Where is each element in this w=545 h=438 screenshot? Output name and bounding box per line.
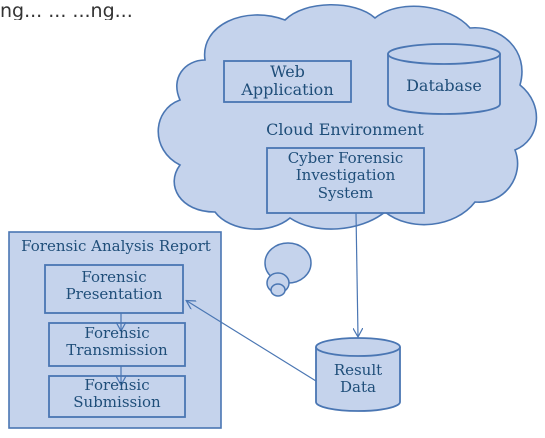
database-cylinder xyxy=(387,43,501,115)
cfis-label: Cyber Forensic Investigation System xyxy=(287,149,404,202)
report-title: Forensic Analysis Report xyxy=(21,237,211,255)
arrow-result-to-presentation xyxy=(187,301,317,382)
arrow-cfis-to-result xyxy=(356,212,358,336)
forensic-presentation-label: Forensic Presentation xyxy=(65,268,163,304)
forensic-submission-label: Forensic Submission xyxy=(73,376,161,412)
web-application-label: Web Application xyxy=(241,62,334,100)
page-title: ng... ... ...ng... xyxy=(0,0,133,20)
forensic-transmission-box xyxy=(48,322,186,367)
database-label: Database xyxy=(406,76,482,95)
result-data-label: Result Data xyxy=(333,361,383,397)
result-data-cylinder xyxy=(315,337,401,412)
cyber-forensic-system-box xyxy=(266,147,425,214)
forensic-transmission-label: Forensic Transmission xyxy=(66,324,168,360)
cloud-environment-label: Cloud Environment xyxy=(266,120,424,139)
forensic-presentation-box xyxy=(44,264,184,314)
web-application-box xyxy=(223,60,352,103)
cloud-bubble-small xyxy=(270,283,286,297)
